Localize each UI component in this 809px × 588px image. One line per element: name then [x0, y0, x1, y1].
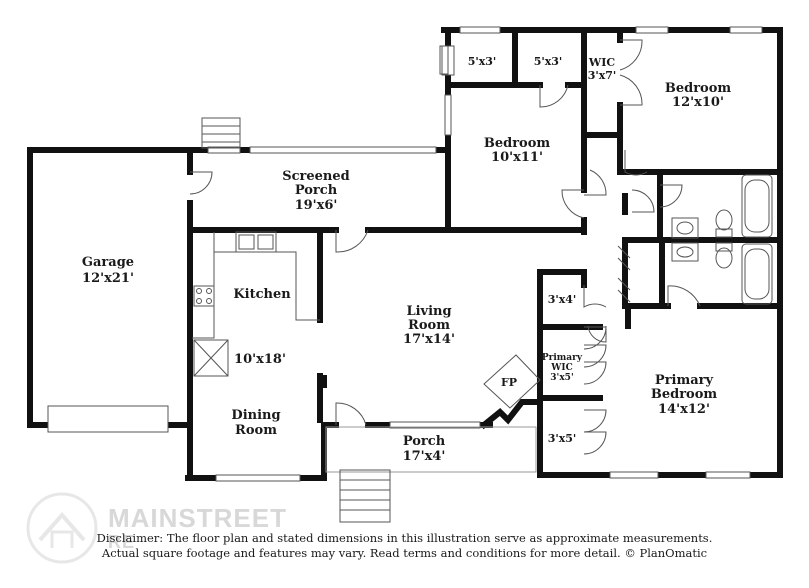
living-label: Living — [406, 304, 451, 319]
windows — [47, 26, 763, 482]
screened-porch-label-2: Porch — [295, 183, 338, 198]
watermark-text: MAINSTREET — [108, 503, 287, 533]
primary-wic-size: 3'x5' — [550, 373, 573, 383]
kitchen-label: Kitchen — [233, 287, 291, 302]
primary-wic-label-2: WIC — [550, 363, 572, 373]
garage-label: Garage — [82, 255, 134, 270]
doors — [189, 39, 701, 455]
bedroom-top-label: Bedroom — [665, 81, 732, 96]
screened-porch-label: Screened — [282, 169, 350, 184]
disclaimer-line-1: Disclaimer: The floor plan and stated di… — [96, 531, 713, 545]
garage-size: 12'x21' — [82, 271, 134, 286]
screened-porch-size: 19'x6' — [295, 198, 338, 213]
closet-a-size: 5'x3' — [468, 55, 497, 68]
watermark-text-2: RE — [108, 532, 136, 552]
primary-bedroom-label: Primary — [655, 373, 714, 388]
closet-b-size: 5'x3' — [534, 55, 563, 68]
bedroom-top-size: 12'x10' — [672, 95, 724, 110]
living-label-2: Room — [408, 318, 450, 333]
watermark-logo-icon — [26, 492, 98, 564]
fireplace-label: FP — [501, 376, 517, 389]
porch-size: 17'x4' — [403, 449, 446, 464]
porch-label: Porch — [403, 434, 446, 449]
wic-label: WIC — [588, 56, 615, 69]
dining-label-2: Room — [235, 423, 277, 438]
wic-size: 3'x7' — [588, 69, 617, 82]
kitchen-size: 10'x18' — [234, 352, 286, 367]
bedroom-mid-label: Bedroom — [484, 136, 551, 151]
disclaimer-line-2: Actual square footage and features may v… — [101, 546, 708, 560]
primary-bedroom-label-2: Bedroom — [651, 387, 718, 402]
primary-bedroom-size: 14'x12' — [658, 402, 710, 417]
fixtures — [192, 117, 773, 523]
closet-d-size: 3'x5' — [548, 432, 577, 445]
closet-c-size: 3'x4' — [548, 293, 577, 306]
dining-label: Dining — [231, 408, 280, 423]
living-size: 17'x14' — [403, 332, 455, 347]
primary-wic-label: Primary — [542, 353, 583, 363]
walls — [27, 27, 783, 481]
bedroom-mid-size: 10'x11' — [491, 150, 543, 165]
